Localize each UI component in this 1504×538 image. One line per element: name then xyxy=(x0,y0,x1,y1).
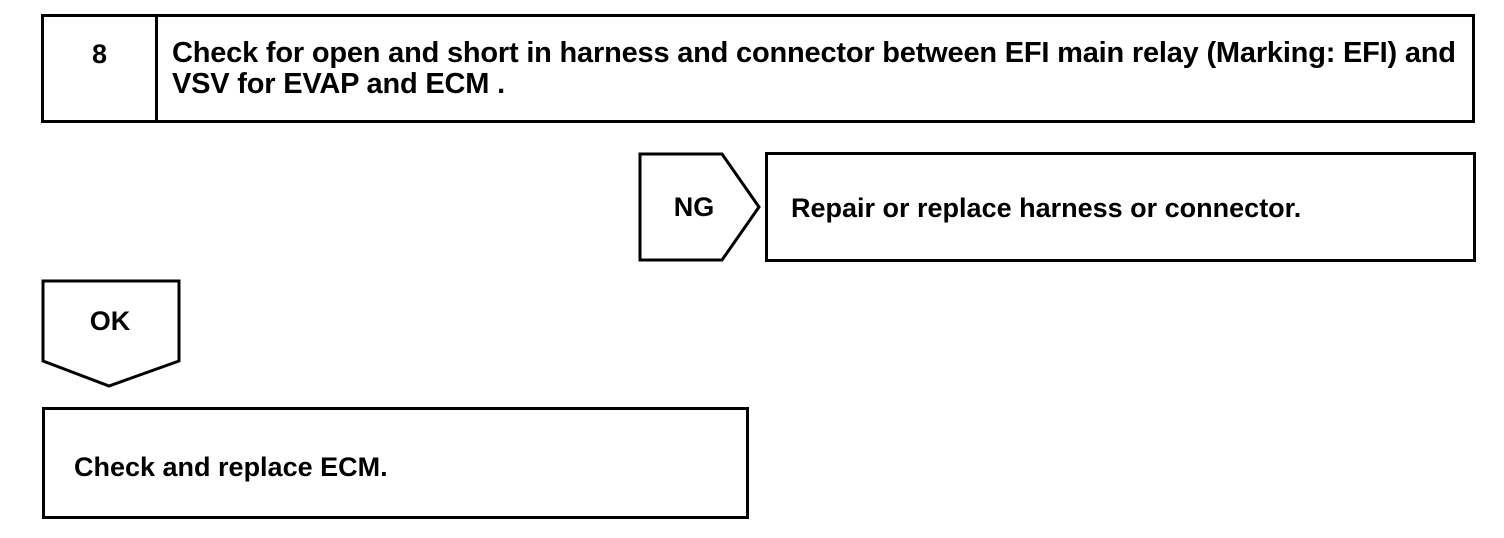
ng-result-box: Repair or replace harness or connector. xyxy=(765,152,1476,262)
ok-arrow-icon xyxy=(41,279,181,388)
step-number: 8 xyxy=(44,17,158,120)
ng-arrow-icon xyxy=(638,152,761,262)
step-title: Check for open and short in harness and … xyxy=(172,37,1456,100)
ok-result-text: Check and replace ECM. xyxy=(74,452,388,482)
ng-result-text: Repair or replace harness or connector. xyxy=(791,193,1302,223)
step-box: 8 Check for open and short in harness an… xyxy=(41,14,1475,123)
ok-label: OK xyxy=(89,306,131,336)
ng-label: NG xyxy=(673,192,715,222)
ok-result-box: Check and replace ECM. xyxy=(42,407,749,519)
